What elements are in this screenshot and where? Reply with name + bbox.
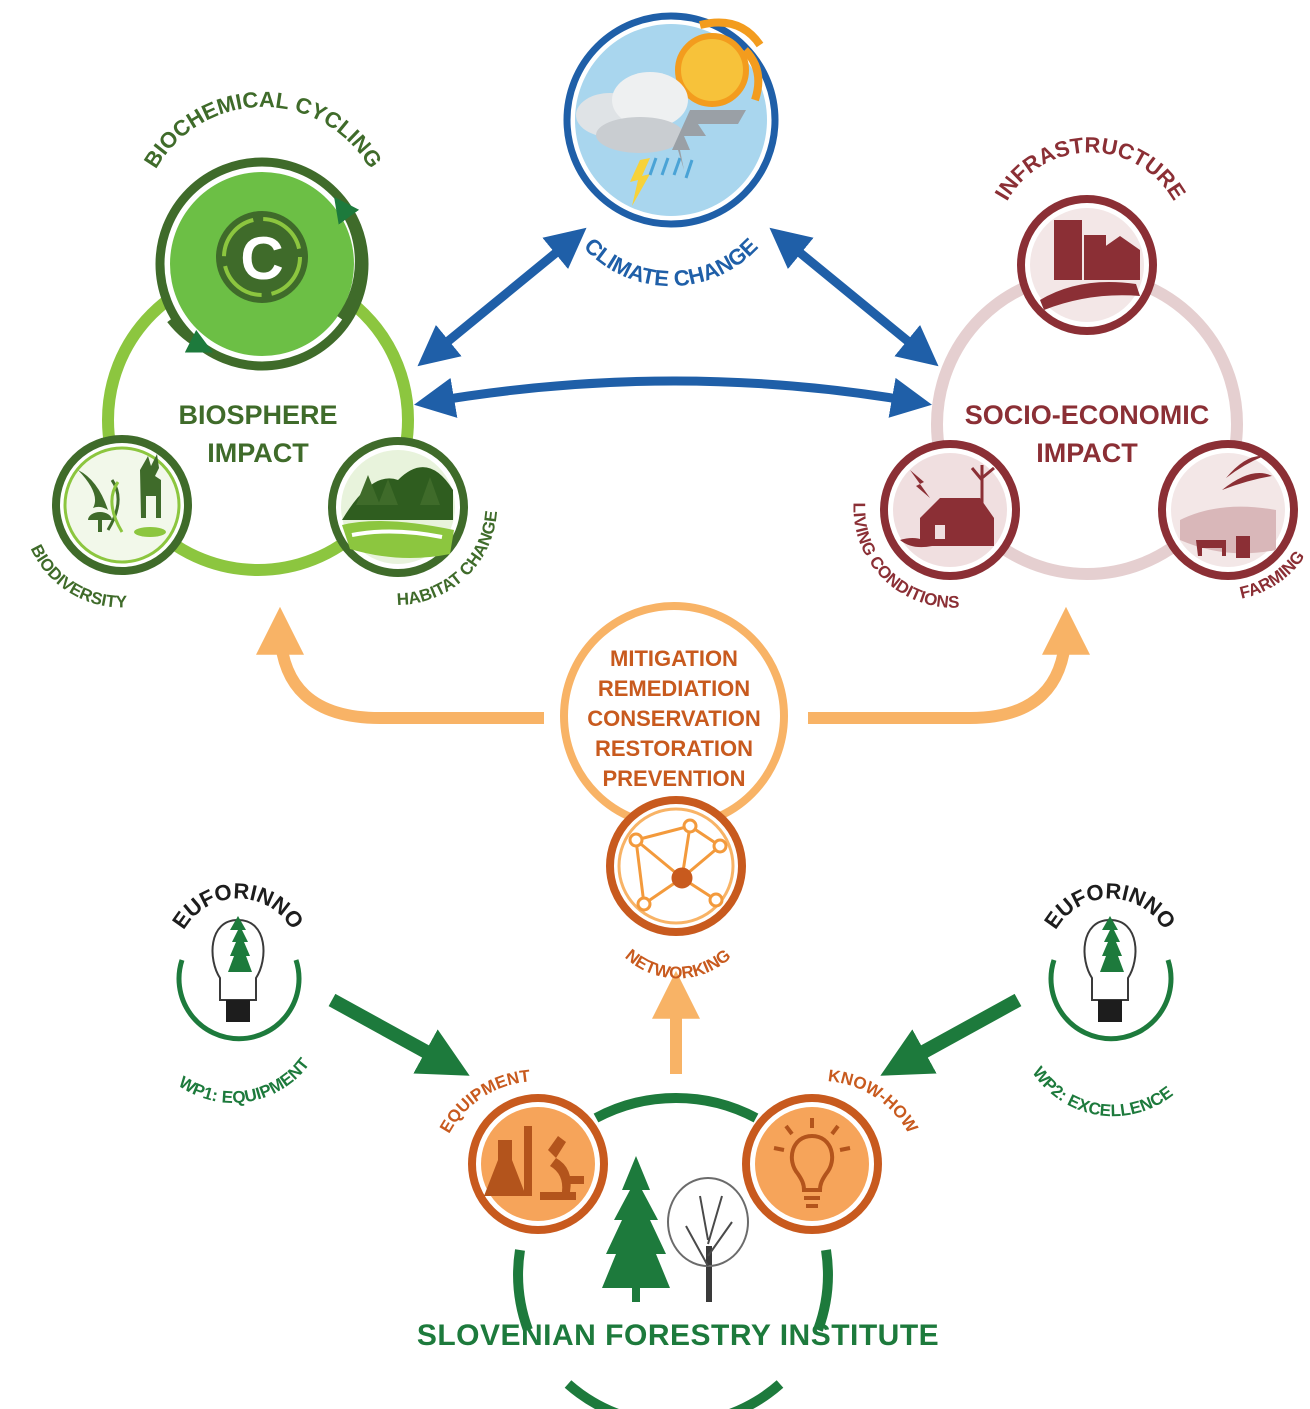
lab-equipment-icon [484,1126,584,1200]
lightbulb-icon [773,1118,851,1208]
carbon-symbol: C [240,225,283,292]
socio-economic-title-line1: SOCIO-ECONOMIC [965,400,1210,430]
biosphere-title-line2: IMPACT [207,438,309,468]
actions-links [256,606,1090,1074]
lightbulb-tree-icon [211,916,265,1022]
trees-icon [602,1156,749,1302]
actions-socio-arrow [808,606,1090,724]
climate-socio-arrow [769,227,939,367]
equipment-node: EQUIPMENT [436,1066,608,1234]
infrastructure-label: INFRASTRUCTURE [990,132,1191,204]
biosphere-socio-arrow [414,376,932,418]
deer-plant-icon [78,454,166,537]
climate-links [414,227,939,418]
climate-biosphere-arrow [417,227,587,367]
networking-label: NETWORKING [622,945,735,982]
habitat-change-node: HABITAT CHANGE [328,437,501,609]
buildings-icon [1040,220,1140,310]
institute-hub: SLOVENIAN FORESTRY INSTITUTE [417,1093,939,1409]
carbon-cycle-icon [216,211,308,303]
wp2-knowhow-arrow [880,993,1022,1076]
actions-biosphere-arrow [256,606,544,724]
house-storm-icon [900,465,995,548]
euforinno-wp2: EUFORINNO WP2: EXCELLENCE [1029,878,1181,1120]
climate-change-label: CLIMATE CHANGE [579,233,762,291]
lightbulb-tree-icon [1083,916,1137,1022]
forest-landscape-icon [342,467,454,558]
action-item-1: MITIGATION [610,646,738,671]
living-conditions-node: LIVING CONDITIONS [849,440,1020,612]
action-item-5: PREVENTION [602,766,745,791]
wp1-equipment-arrow [328,993,470,1076]
socio-economic-title-line2: IMPACT [1036,438,1138,468]
action-item-4: RESTORATION [595,736,753,761]
project-links [328,993,1022,1076]
biochemical-cycling-node: C BIOCHEMICAL CYCLING [139,87,387,371]
wp2-label: WP2: EXCELLENCE [1029,1063,1177,1120]
infrastructure-node: INFRASTRUCTURE [990,132,1191,335]
action-item-3: CONSERVATION [587,706,761,731]
institute-title: SLOVENIAN FORESTRY INSTITUTE [417,1319,939,1352]
network-icon [628,818,728,912]
biodiversity-node: BIODIVERSITY [27,435,192,612]
wheat-cow-icon [1180,455,1276,558]
climate-change-node: CLIMATE CHANGE [563,12,779,291]
euforinno-wp1: EUFORINNO WP1: EQUIPMENT [167,878,313,1107]
know-how-node: KNOW-HOW [742,1066,922,1234]
wp1-label: WP1: EQUIPMENT [175,1054,313,1107]
farming-node: FARMING [1158,440,1308,603]
actions-circle: MITIGATION REMEDIATION CONSERVATION REST… [560,602,788,830]
networking-node: NETWORKING [606,796,746,983]
biosphere-title-line1: BIOSPHERE [178,400,337,430]
action-item-2: REMEDIATION [598,676,750,701]
weather-icon [576,18,764,206]
